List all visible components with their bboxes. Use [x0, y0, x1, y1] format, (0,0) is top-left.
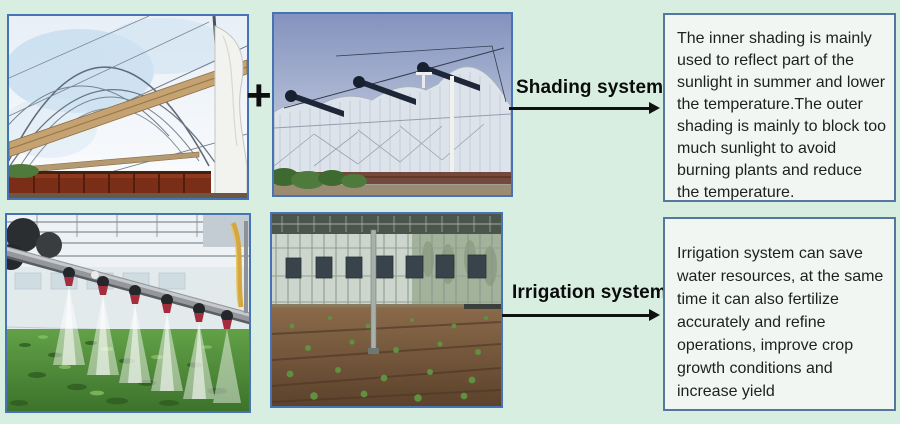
shading-arrow-right-icon [509, 102, 660, 114]
irrigation-boom-illustration [7, 215, 249, 411]
photo-greenhouse-outer-shading [272, 12, 513, 197]
photo-greenhouse-field [270, 212, 503, 408]
photo-greenhouse-inner-shading [7, 14, 249, 200]
irrigation-system-label: Irrigation system [512, 282, 667, 303]
irrigation-arrow-right-icon [502, 309, 660, 321]
irrigation-description-box: Irrigation system can save water resourc… [663, 217, 896, 411]
shading-system-label: Shading system [516, 77, 664, 98]
plus-sign: + [246, 71, 272, 120]
photo-irrigation-sprinkler-boom [5, 213, 251, 413]
greenhouse-exterior-illustration [274, 14, 511, 195]
shading-description-box: The inner shading is mainly used to refl… [663, 13, 896, 202]
greenhouse-interior-illustration [9, 16, 247, 198]
greenhouse-field-illustration [272, 214, 501, 406]
